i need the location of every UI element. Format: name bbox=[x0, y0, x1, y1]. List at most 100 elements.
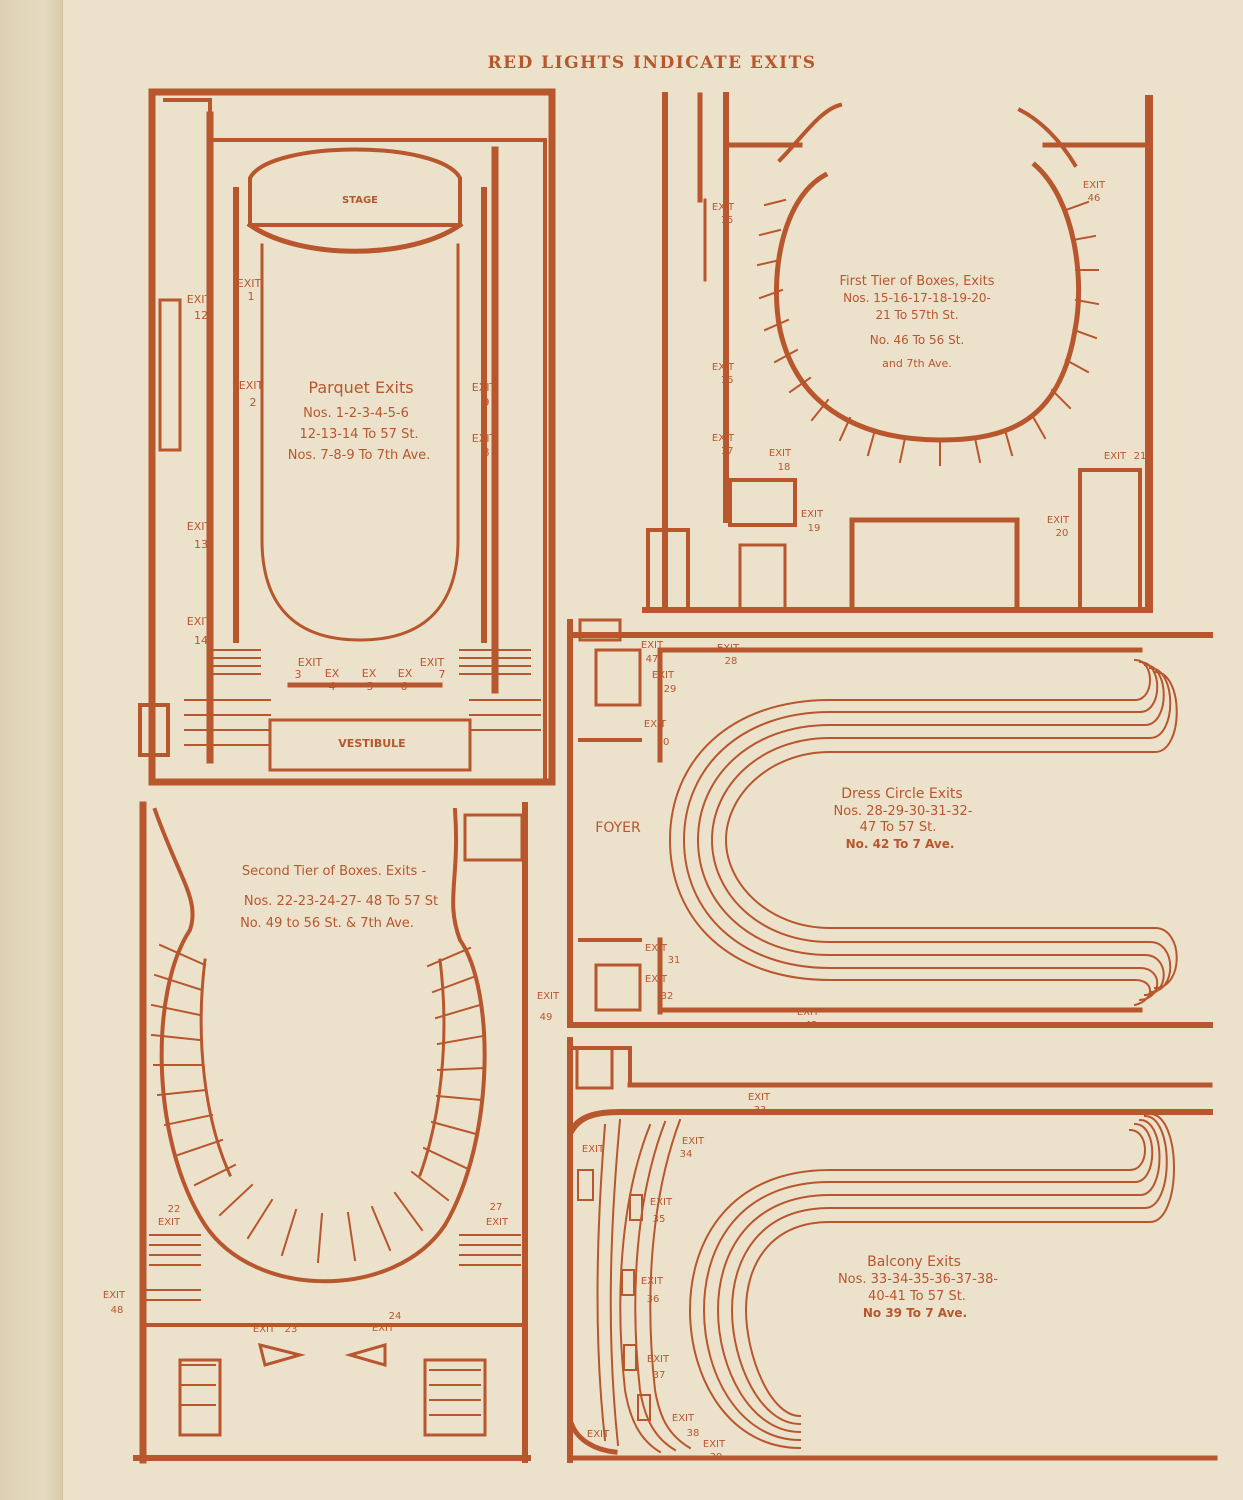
first-tier-line-2: 21 To 57th St. bbox=[875, 308, 958, 322]
exit-word: EXIT bbox=[239, 379, 264, 392]
parquet-line-1: Nos. 1-2-3-4-5-6 bbox=[303, 406, 409, 421]
parquet-plan bbox=[138, 88, 556, 786]
balcony-line-1: Nos. 33-34-35-36-37-38- bbox=[838, 1272, 998, 1287]
exit-2-number: 2 bbox=[250, 396, 257, 409]
exit-word: EXIT bbox=[587, 1429, 610, 1440]
exit-8-number: 8 bbox=[483, 446, 490, 459]
exit-46-number: 46 bbox=[1088, 193, 1101, 204]
first-tier-title: First Tier of Boxes, Exits bbox=[840, 274, 995, 289]
exit-word: EXIT bbox=[372, 1323, 395, 1334]
second-tier-line-1: Nos. 22-23-24-27- 48 To 57 St bbox=[244, 894, 438, 909]
exit-19-number: 19 bbox=[808, 523, 821, 534]
first-tier-line-4: and 7th Ave. bbox=[882, 357, 952, 370]
exit-6-number: 6 bbox=[401, 680, 408, 693]
exit-word: EXIT bbox=[187, 615, 212, 628]
exit-7-number: 7 bbox=[439, 668, 446, 681]
exit-word: EXIT bbox=[472, 432, 497, 445]
exit-word: EXIT bbox=[682, 1136, 705, 1147]
exit-word: EXIT bbox=[472, 381, 497, 394]
exit-17-number: 17 bbox=[721, 446, 734, 457]
exit-34-number: 34 bbox=[680, 1149, 693, 1160]
exit-word: EXIT bbox=[712, 433, 735, 444]
exit-word: EXIT bbox=[748, 1092, 771, 1103]
exit-3-number: 3 bbox=[295, 668, 302, 681]
exit-37-number: 37 bbox=[653, 1370, 666, 1381]
exit-word: EXIT bbox=[1047, 515, 1070, 526]
exit-38-number: 38 bbox=[687, 1428, 700, 1439]
exit-42-number: 42 bbox=[805, 1020, 818, 1031]
exit-word: EX bbox=[325, 667, 340, 680]
exit-20-number: 20 bbox=[1056, 528, 1069, 539]
exit-word: EXIT bbox=[712, 202, 735, 213]
exit-word: EXIT bbox=[537, 991, 560, 1002]
exit-15-number: 15 bbox=[721, 215, 734, 226]
page-title: RED LIGHTS INDICATE EXITS bbox=[487, 53, 816, 73]
exit-word: EXIT bbox=[420, 656, 445, 669]
exit-1-number: 1 bbox=[248, 290, 255, 303]
parquet-title: Parquet Exits bbox=[308, 378, 413, 397]
exit-13-number: 13 bbox=[194, 538, 208, 551]
second-tier-line-2: No. 49 to 56 St. & 7th Ave. bbox=[240, 916, 414, 931]
dress-circle-plan bbox=[567, 618, 1213, 1028]
exit-5-number: 5 bbox=[367, 680, 374, 693]
exit-word: EXIT bbox=[645, 974, 668, 985]
parquet-outer-wall bbox=[148, 88, 556, 786]
exit-word: EXIT bbox=[769, 448, 792, 459]
dress-circle-title: Dress Circle Exits bbox=[841, 786, 962, 802]
first-tier-plan bbox=[642, 92, 1153, 613]
exit-word: EXIT bbox=[652, 670, 675, 681]
exit-39-number: 39 bbox=[710, 1452, 723, 1463]
exit-word: EXIT bbox=[187, 520, 212, 533]
exit-49-number: 49 bbox=[540, 1012, 553, 1023]
exit-word: EX bbox=[362, 667, 377, 680]
balcony-title: Balcony Exits bbox=[867, 1254, 961, 1270]
balcony-plan bbox=[567, 1037, 1218, 1463]
exit-36-number: 36 bbox=[647, 1294, 660, 1305]
exit-word: EXIT bbox=[650, 1197, 673, 1208]
dress-circle-line-3: No. 42 To 7 Ave. bbox=[846, 837, 955, 851]
exit-21-number: 21 bbox=[1134, 451, 1147, 462]
exit-word: EXIT bbox=[1104, 451, 1127, 462]
exit-24-number: 24 bbox=[389, 1311, 402, 1322]
stage-label: STAGE bbox=[342, 195, 378, 206]
parquet-line-2: 12-13-14 To 57 St. bbox=[299, 427, 418, 442]
exit-word: EXIT bbox=[158, 1217, 181, 1228]
foyer-label: FOYER bbox=[595, 820, 641, 836]
exit-16-number: 16 bbox=[721, 375, 734, 386]
parquet-line-3: Nos. 7-8-9 To 7th Ave. bbox=[288, 448, 431, 463]
balcony-line-3: No 39 To 7 Ave. bbox=[863, 1306, 967, 1320]
first-tier-line-3: No. 46 To 56 St. bbox=[870, 333, 965, 347]
second-tier-plan bbox=[133, 801, 531, 1464]
binding-gutter bbox=[0, 0, 63, 1500]
exit-28-number: 28 bbox=[725, 656, 738, 667]
exit-word: EXIT bbox=[797, 1007, 820, 1018]
exit-word: EXIT bbox=[641, 1276, 664, 1287]
first-tier-exit-labels: EXIT 15 EXIT 16 EXIT 17 EXIT 18 EXIT 19 … bbox=[712, 180, 1146, 539]
exit-30-number: 30 bbox=[657, 737, 670, 748]
parquet-exit-labels: EXIT 1 EXIT 2 EXIT 9 EXIT 8 EXIT 12 EXIT… bbox=[187, 277, 497, 693]
second-tier-exit-labels: EXIT 49 22 EXIT 27 EXIT EXIT 48 EXIT 23 … bbox=[103, 991, 560, 1335]
exit-word: EXIT bbox=[672, 1413, 695, 1424]
exit-9-number: 9 bbox=[483, 396, 490, 409]
exit-12-number: 12 bbox=[194, 309, 208, 322]
exit-29-number: 29 bbox=[664, 684, 677, 695]
vestibule-label: VESTIBULE bbox=[338, 737, 405, 750]
exit-word: EXIT bbox=[647, 1354, 670, 1365]
exit-35-number: 35 bbox=[653, 1214, 666, 1225]
dress-circle-rows bbox=[668, 658, 1178, 1007]
exit-word: EXIT bbox=[253, 1324, 276, 1335]
exit-word: EXIT bbox=[486, 1217, 509, 1228]
balcony-rows bbox=[596, 1112, 1175, 1454]
balcony-line-2: 40-41 To 57 St. bbox=[868, 1289, 966, 1304]
exit-33-number: 33 bbox=[754, 1105, 767, 1116]
exit-word: EXIT bbox=[103, 1290, 126, 1301]
exit-word: EXIT bbox=[298, 656, 323, 669]
exit-word: EXIT bbox=[703, 1439, 726, 1450]
exit-48-number: 48 bbox=[111, 1305, 124, 1316]
second-tier-title: Second Tier of Boxes. Exits - bbox=[242, 864, 427, 879]
exit-word: EXIT bbox=[717, 643, 740, 654]
exit-word: EXIT bbox=[187, 293, 212, 306]
exit-22-number: 22 bbox=[168, 1204, 181, 1215]
exit-32-number: 32 bbox=[661, 991, 674, 1002]
